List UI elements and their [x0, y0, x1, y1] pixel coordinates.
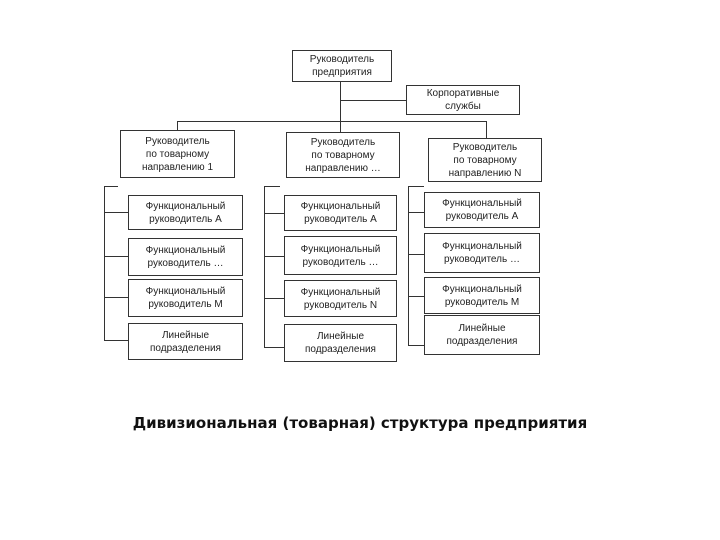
connector: [177, 121, 487, 122]
connector: [104, 186, 105, 341]
connector: [264, 256, 284, 257]
connector: [264, 186, 265, 348]
connector: [264, 298, 284, 299]
connector: [408, 296, 424, 297]
division-head-2: Руководитель по товарному направлению …: [286, 132, 400, 178]
connector: [408, 345, 424, 346]
division-2-unit-1: Функциональный руководитель А: [284, 195, 397, 231]
connector: [264, 186, 280, 187]
connector: [264, 213, 284, 214]
division-3-unit-2: Функциональный руководитель …: [424, 233, 540, 273]
connector: [408, 186, 424, 187]
connector: [264, 347, 284, 348]
division-head-1: Руководитель по товарному направлению 1: [120, 130, 235, 178]
connector: [104, 186, 118, 187]
connector: [486, 121, 487, 138]
division-3-unit-3: Функциональный руководитель М: [424, 277, 540, 314]
connector: [104, 297, 128, 298]
connector: [408, 212, 424, 213]
diagram-caption: Дивизиональная (товарная) структура пред…: [132, 414, 588, 432]
division-1-unit-3: Функциональный руководитель М: [128, 279, 243, 317]
division-2-unit-3: Функциональный руководитель N: [284, 280, 397, 317]
connector: [340, 82, 341, 122]
division-1-unit-4: Линейные подразделения: [128, 323, 243, 360]
division-2-unit-4: Линейные подразделения: [284, 324, 397, 362]
connector: [340, 121, 341, 132]
corporate-services-box: Корпоративные службы: [406, 85, 520, 115]
connector: [104, 340, 128, 341]
division-3-unit-4: Линейные подразделения: [424, 315, 540, 355]
connector: [104, 212, 128, 213]
division-3-unit-1: Функциональный руководитель А: [424, 192, 540, 228]
connector: [408, 186, 409, 346]
connector: [408, 254, 424, 255]
connector: [177, 121, 178, 130]
division-1-unit-1: Функциональный руководитель А: [128, 195, 243, 230]
division-2-unit-2: Функциональный руководитель …: [284, 236, 397, 275]
top-manager-box: Руководитель предприятия: [292, 50, 392, 82]
connector: [340, 100, 406, 101]
division-1-unit-2: Функциональный руководитель …: [128, 238, 243, 276]
connector: [104, 256, 128, 257]
division-head-3: Руководитель по товарному направлению N: [428, 138, 542, 182]
